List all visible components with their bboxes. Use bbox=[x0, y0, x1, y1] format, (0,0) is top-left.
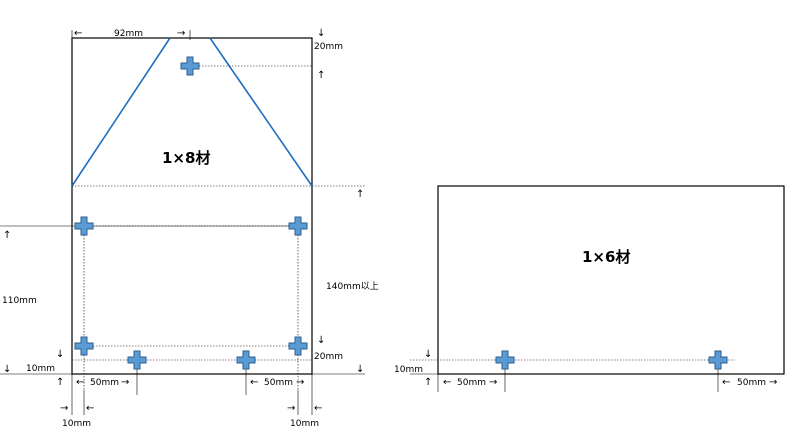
dim-bottom-gap: 10mm bbox=[394, 365, 423, 375]
arrow-left: ← bbox=[722, 377, 730, 388]
board-1x6-title: 1×6材 bbox=[582, 248, 630, 266]
arrow-down: ↓ bbox=[3, 364, 11, 375]
board-1x6: 1×6材 ↓ 10mm ↑ ← 50mm → ← 50mm → bbox=[394, 185, 785, 392]
arrow-right: → bbox=[296, 377, 304, 388]
drill-marker-bottom-left bbox=[127, 350, 147, 370]
dim-hole-offset-right: 50mm bbox=[737, 378, 766, 388]
arrow-down: ↓ bbox=[317, 335, 325, 346]
drill-marker-lower-right bbox=[288, 336, 308, 356]
arrow-up: ↑ bbox=[3, 230, 11, 241]
arrow-up: ↑ bbox=[356, 189, 364, 200]
arrow-down: ↓ bbox=[356, 364, 364, 375]
arrow-right: → bbox=[287, 403, 295, 414]
arrow-down: ↓ bbox=[56, 349, 64, 360]
board-1x8-title: 1×8材 bbox=[162, 149, 210, 167]
arrow-up: ↑ bbox=[56, 377, 64, 388]
dim-edge-right: 10mm bbox=[290, 419, 319, 429]
drill-marker-left bbox=[495, 350, 515, 370]
dim-bottom-margin: 20mm bbox=[314, 352, 343, 362]
dim-top-margin: 20mm bbox=[314, 42, 343, 52]
arrow-down: ↓ bbox=[424, 349, 432, 360]
drill-marker-bottom-right bbox=[236, 350, 256, 370]
drill-marker-upper-left bbox=[74, 216, 94, 236]
board-1x8-outline bbox=[71, 37, 313, 375]
drill-marker-lower-left bbox=[74, 336, 94, 356]
arrow-left: ← bbox=[76, 377, 84, 388]
arrow-right: → bbox=[177, 28, 185, 39]
cut-line-left bbox=[71, 37, 171, 187]
drill-marker-upper-right bbox=[288, 216, 308, 236]
dim-edge-left: 10mm bbox=[62, 419, 91, 429]
board-1x6-outline bbox=[437, 185, 785, 375]
cut-line-right bbox=[209, 37, 313, 187]
arrow-right: → bbox=[60, 403, 68, 414]
dim-bottom-left-gap: 10mm bbox=[26, 364, 55, 374]
arrow-left: ← bbox=[314, 403, 322, 414]
arrow-left: ← bbox=[86, 403, 94, 414]
arrow-up: ↑ bbox=[424, 377, 432, 388]
dim-hole-offset-right: 50mm bbox=[264, 378, 293, 388]
arrow-left: ← bbox=[74, 28, 82, 39]
dim-side-height: 140mm以上 bbox=[326, 281, 379, 292]
dim-left-height: 110mm bbox=[2, 296, 37, 306]
dim-hole-offset-left: 50mm bbox=[90, 378, 119, 388]
arrow-up: ↑ bbox=[317, 70, 325, 81]
board-1x8: 1×8材 ← 92mm → ↓ 20mm ↑ ↑ 140mm以上 ↑ 110mm… bbox=[0, 28, 379, 429]
arrow-left: ← bbox=[250, 377, 258, 388]
arrow-right: → bbox=[769, 377, 777, 388]
arrow-down: ↓ bbox=[317, 28, 325, 39]
arrow-left: ← bbox=[443, 377, 451, 388]
arrow-right: → bbox=[121, 377, 129, 388]
drill-marker-top bbox=[180, 56, 200, 76]
drill-marker-right bbox=[708, 350, 728, 370]
dim-top-width: 92mm bbox=[114, 29, 143, 39]
dim-hole-offset-left: 50mm bbox=[457, 378, 486, 388]
arrow-right: → bbox=[489, 377, 497, 388]
